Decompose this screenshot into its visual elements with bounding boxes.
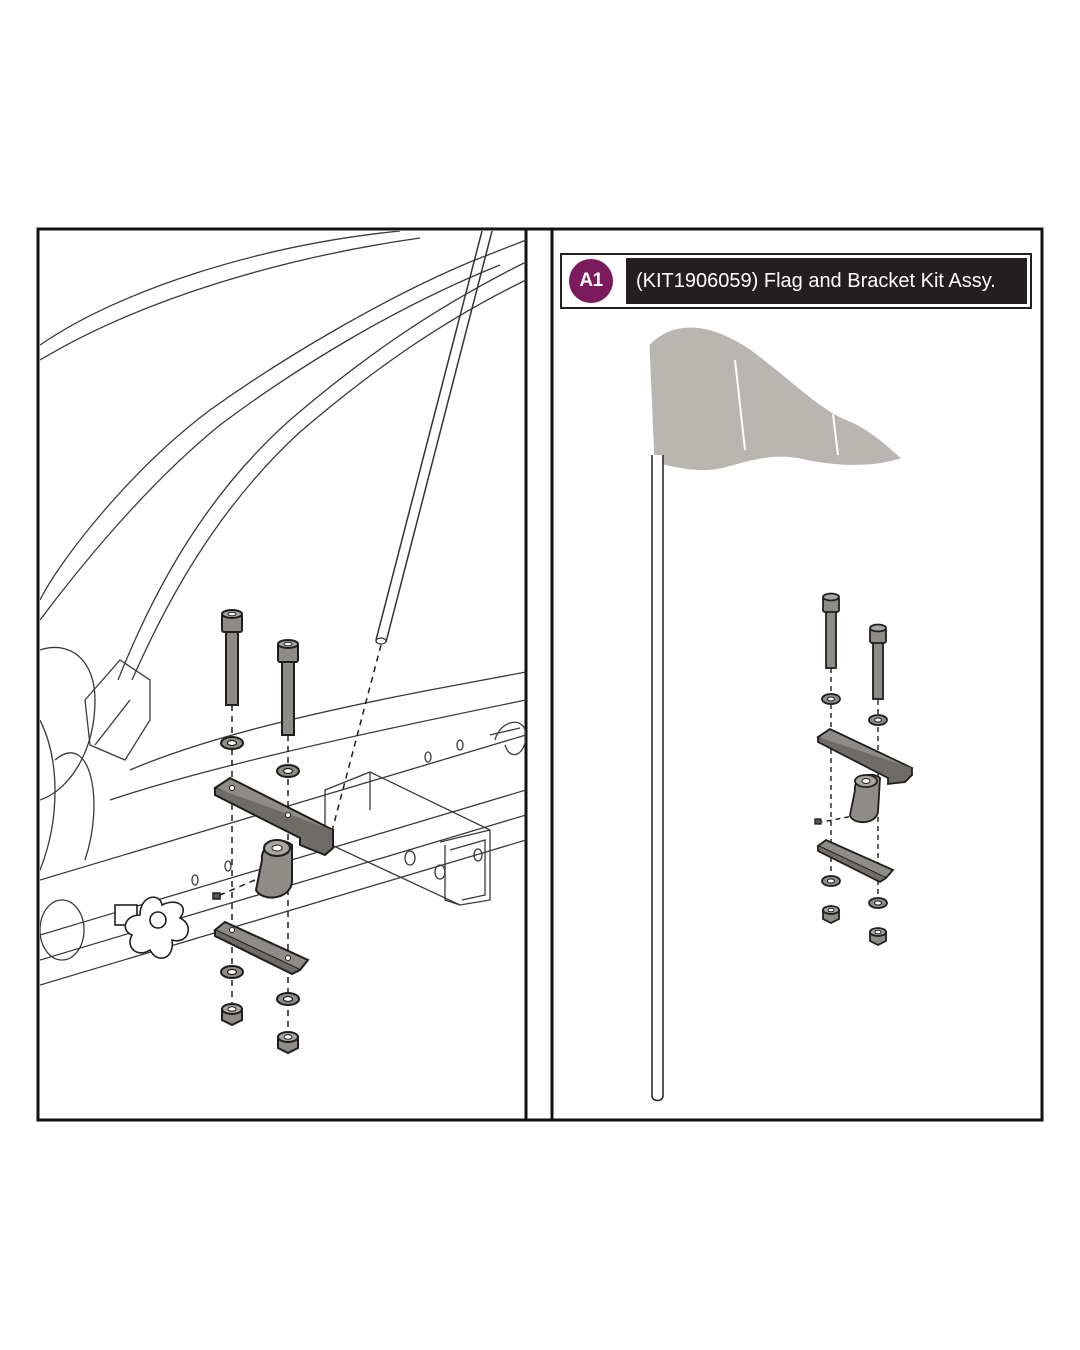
left-panel-installed-view [40, 231, 526, 986]
set-screw-icon [212, 892, 221, 900]
nut-icon [869, 927, 887, 946]
nut-icon [822, 905, 840, 924]
bolt-icon [277, 639, 299, 736]
bolt-icon [822, 592, 840, 669]
washer-icon [276, 992, 300, 1006]
callout-badge: A1 [569, 259, 613, 303]
washer-icon [220, 965, 244, 979]
knob-icon [114, 896, 190, 959]
washer-icon [220, 736, 244, 750]
bracket-icon [816, 838, 895, 884]
washer-icon [276, 764, 300, 778]
kit-callout: A1 (KIT1906059) Flag and Bracket Kit Ass… [560, 253, 1032, 309]
nut-icon [277, 1031, 299, 1054]
bracket-icon [213, 920, 310, 976]
bolt-icon [869, 623, 887, 700]
callout-title: (KIT1906059) Flag and Bracket Kit Assy. [626, 258, 1027, 304]
washer-icon [821, 875, 841, 887]
washer-icon [868, 714, 888, 726]
set-screw-icon [814, 818, 822, 825]
washer-icon [868, 897, 888, 909]
left-hardware-stack [212, 609, 382, 1054]
flag-icon [649, 327, 901, 1102]
right-panel-kit-contents [649, 327, 914, 1102]
bracket-icon [212, 776, 335, 899]
panel-divider [524, 227, 554, 1122]
washer-icon [821, 693, 841, 705]
bracket-icon [816, 727, 914, 824]
nut-icon [221, 1003, 243, 1026]
bolt-icon [221, 609, 243, 706]
